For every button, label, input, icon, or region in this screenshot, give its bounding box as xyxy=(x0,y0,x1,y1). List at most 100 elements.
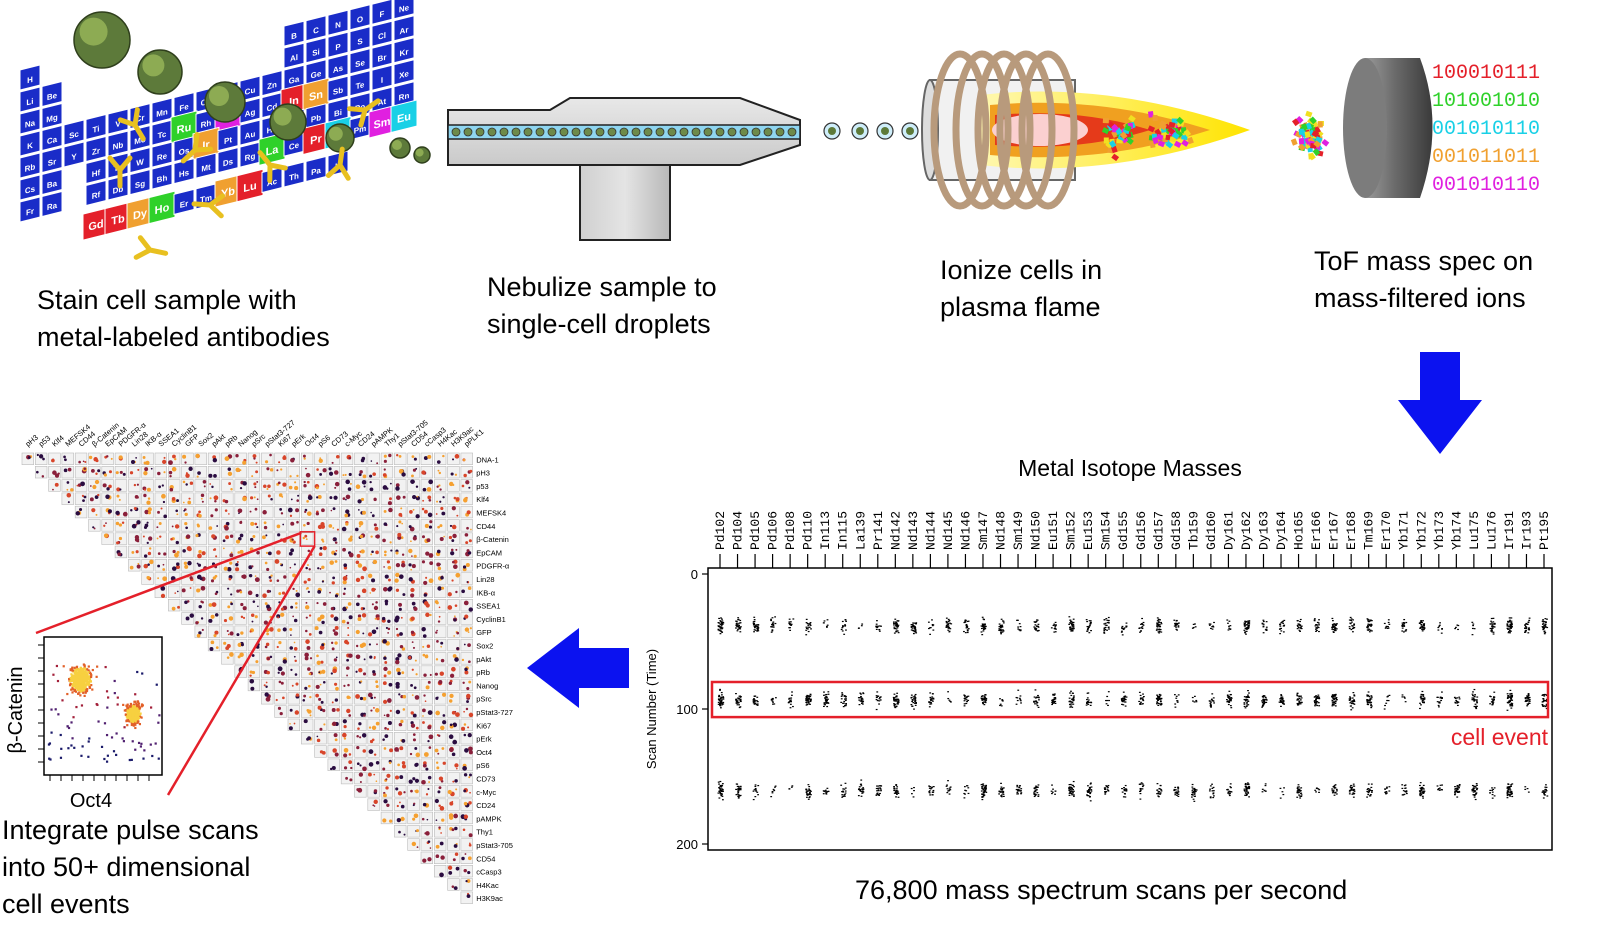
matrix-row-label: pAMPK xyxy=(476,814,501,823)
ion xyxy=(1308,152,1316,161)
stain-illustration: HHeLiBeBCNOFNeNaMgAlSiPSClArKCaScTiVCrMn… xyxy=(20,0,431,260)
matrix-row-label: DNA-1 xyxy=(476,455,499,464)
element-Ge: Ge xyxy=(305,59,327,86)
step-nebulize-line2: single-cell droplets xyxy=(487,309,711,339)
ion xyxy=(1103,137,1109,144)
isotope-label: Gd158 xyxy=(1169,511,1184,550)
svg-text:N: N xyxy=(335,20,341,30)
ion xyxy=(1311,130,1320,138)
channel-cell xyxy=(511,127,521,137)
ion xyxy=(1187,136,1194,145)
element-N: N xyxy=(327,9,349,36)
element-Br: Br xyxy=(371,42,393,69)
channel-cell xyxy=(487,127,497,137)
svg-text:Sg: Sg xyxy=(135,179,145,190)
element-Lu: Lu xyxy=(236,168,264,203)
svg-text:Ga: Ga xyxy=(289,74,300,86)
matrix-row-label: pRb xyxy=(476,668,490,677)
svg-text:Sb: Sb xyxy=(333,86,343,97)
antibody-icon xyxy=(325,146,351,181)
svg-text:Ne: Ne xyxy=(399,3,410,15)
binary-row: 001010110 xyxy=(1432,174,1541,197)
svg-text:Sm: Sm xyxy=(373,116,390,132)
antibody-icon xyxy=(117,107,146,142)
down-arrow xyxy=(1398,352,1482,454)
svg-text:Cd: Cd xyxy=(267,102,278,114)
matrix-row-label: MEFSK4 xyxy=(476,509,506,518)
svg-text:Kr: Kr xyxy=(400,47,410,58)
svg-text:Rb: Rb xyxy=(25,162,36,174)
svg-text:Ru: Ru xyxy=(177,121,192,137)
isotope-label: Yb174 xyxy=(1449,511,1464,550)
isotope-label: Dy161 xyxy=(1221,511,1236,550)
channel-cell xyxy=(523,127,533,137)
svg-text:Rf: Rf xyxy=(92,190,101,201)
matrix-row-label: pErk xyxy=(476,735,492,744)
svg-text:Ar: Ar xyxy=(400,25,410,36)
element-Ho: Ho xyxy=(148,190,176,225)
isotope-label: Pd106 xyxy=(766,511,781,550)
stained-cell xyxy=(413,146,431,164)
stained-cell xyxy=(325,123,355,153)
ion xyxy=(1128,114,1136,123)
element-F: F xyxy=(371,0,393,25)
matrix-row-label: CD44 xyxy=(476,522,495,531)
ion xyxy=(1173,140,1182,148)
svg-text:Zn: Zn xyxy=(267,80,277,91)
droplet xyxy=(876,122,894,140)
element-Rn: Rn xyxy=(393,81,415,108)
antibody-icon xyxy=(180,132,214,164)
svg-text:Ag: Ag xyxy=(245,107,256,119)
svg-text:Cr: Cr xyxy=(136,113,146,124)
element-Tb: Tb xyxy=(104,201,132,236)
isotope-label: Er167 xyxy=(1327,511,1342,550)
svg-text:As: As xyxy=(333,63,344,75)
selected-matrix-cell xyxy=(299,531,316,547)
isotope-label: Yb171 xyxy=(1397,511,1412,550)
ion xyxy=(1154,128,1162,137)
isotope-label: Eu151 xyxy=(1046,511,1061,550)
step-integrate-line1: Integrate pulse scans xyxy=(2,815,259,845)
element-O: O xyxy=(349,4,371,31)
matrix-row-label: CD24 xyxy=(476,801,495,810)
spectrum-caption: 76,800 mass spectrum scans per second xyxy=(855,875,1348,905)
channel-cell xyxy=(451,127,461,137)
element-K: K xyxy=(20,130,41,157)
svg-text:At: At xyxy=(378,97,387,108)
matrix-row-label: PDGFR-α xyxy=(476,562,510,571)
isotope-label: Tb159 xyxy=(1186,511,1201,550)
isotope-label: Pd105 xyxy=(748,511,763,550)
ion xyxy=(1305,110,1313,118)
isotope-label: Lu176 xyxy=(1484,511,1499,550)
element-Au: Au xyxy=(239,119,261,146)
element-Re: Re xyxy=(151,141,173,168)
ion xyxy=(1312,148,1321,157)
svg-text:Au: Au xyxy=(245,129,256,141)
matrix-row-label: pStat3-727 xyxy=(476,708,513,717)
element-Hf: Hf xyxy=(85,157,107,185)
element-Sg: Sg xyxy=(129,168,151,196)
nebulizer-inlet xyxy=(579,164,671,241)
matrix-row-label: Oct4 xyxy=(476,748,492,757)
isotope-label: Ir191 xyxy=(1502,511,1517,550)
channel-cell xyxy=(595,127,605,137)
isotope-label: Nd145 xyxy=(941,511,956,550)
ion xyxy=(1295,115,1304,124)
svg-text:La: La xyxy=(266,144,280,159)
isotope-label: Nd144 xyxy=(923,511,938,550)
svg-text:Eu: Eu xyxy=(397,111,411,126)
svg-text:Tm: Tm xyxy=(200,193,212,205)
element-Fr: Fr xyxy=(20,196,41,223)
channel-cell xyxy=(751,127,761,137)
svg-text:Li: Li xyxy=(26,97,33,108)
biaxial-matrix: pH3p53Klf4MEFSK4CD44β-CateninEpCAMPDGFR-… xyxy=(5,418,513,904)
antibody-icon xyxy=(107,155,133,189)
element-Mn: Mn xyxy=(151,97,173,124)
ion xyxy=(1181,134,1188,141)
svg-text:Ir: Ir xyxy=(202,139,210,153)
svg-text:O: O xyxy=(357,15,363,25)
cell-event-box xyxy=(710,680,1550,719)
isotope-label: Dy162 xyxy=(1239,511,1254,550)
channel-cell xyxy=(535,127,545,137)
